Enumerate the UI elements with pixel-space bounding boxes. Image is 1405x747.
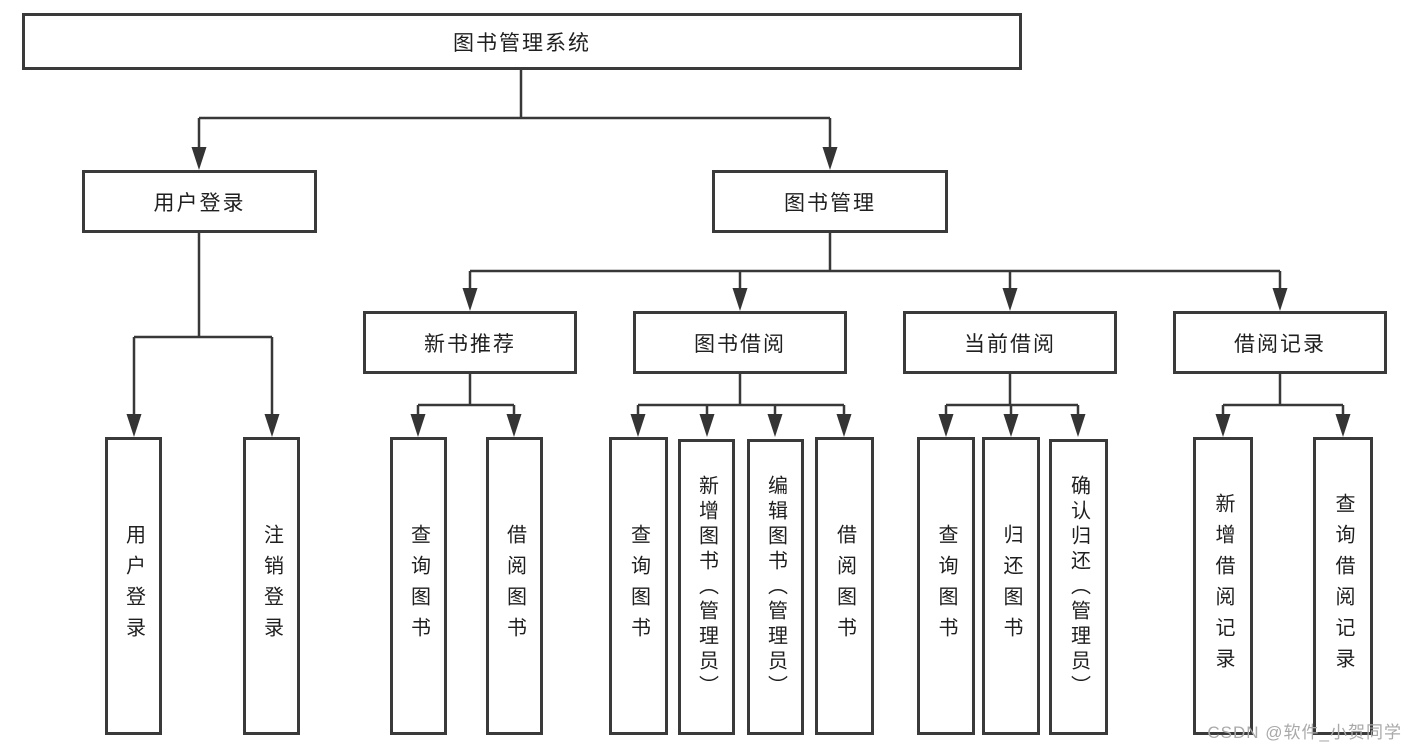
node-label: 借阅图书 — [833, 524, 856, 648]
node-label: 用户登录 — [122, 524, 145, 648]
node-leaf-user-login: 用户登录 — [105, 437, 162, 735]
node-root: 图书管理系统 — [22, 13, 1022, 70]
node-label: 查询图书 — [627, 524, 650, 648]
node-label: 新增借阅记录 — [1212, 493, 1234, 679]
node-leaf-query-borrow-record: 查询借阅记录 — [1313, 437, 1373, 735]
node-leaf-return-book: 归还图书 — [982, 437, 1040, 735]
node-leaf-query-book-current: 查询图书 — [917, 437, 975, 735]
node-leaf-confirm-return-admin: 确认归还（管理员） — [1049, 439, 1108, 735]
node-label: 图书管理 — [784, 191, 876, 215]
node-label: 借阅图书 — [503, 524, 526, 648]
node-label: 归还图书 — [1000, 524, 1022, 648]
node-leaf-add-borrow-record: 新增借阅记录 — [1193, 437, 1253, 735]
node-label: 图书借阅 — [694, 332, 786, 356]
node-borrow-record: 借阅记录 — [1173, 311, 1387, 374]
node-label: 查询图书 — [407, 524, 430, 648]
node-leaf-borrow-book-recommend: 借阅图书 — [486, 437, 543, 735]
node-user-login: 用户登录 — [82, 170, 317, 233]
node-label: 图书管理系统 — [453, 31, 591, 55]
node-label: 注销登录 — [260, 524, 283, 648]
node-label: 确认归还（管理员） — [1067, 474, 1090, 700]
node-leaf-logout: 注销登录 — [243, 437, 300, 735]
node-book-management: 图书管理 — [712, 170, 948, 233]
node-current-borrow: 当前借阅 — [903, 311, 1117, 374]
node-label: 用户登录 — [153, 191, 246, 215]
node-leaf-edit-book-admin: 编辑图书（管理员） — [747, 439, 804, 735]
node-leaf-borrow-book: 借阅图书 — [815, 437, 874, 735]
node-label: 借阅记录 — [1234, 332, 1326, 356]
node-new-book-recommend: 新书推荐 — [363, 311, 577, 374]
node-label: 查询借阅记录 — [1332, 493, 1354, 679]
node-book-borrow: 图书借阅 — [633, 311, 847, 374]
node-label: 编辑图书（管理员） — [764, 474, 787, 700]
node-label: 查询图书 — [935, 524, 957, 648]
node-leaf-query-book-recommend: 查询图书 — [390, 437, 447, 735]
node-label: 新增图书（管理员） — [695, 474, 718, 700]
node-label: 当前借阅 — [964, 332, 1056, 356]
node-leaf-add-book-admin: 新增图书（管理员） — [678, 439, 735, 735]
node-label: 新书推荐 — [424, 332, 516, 356]
connector-paths — [126, 70, 1351, 437]
csdn-watermark: CSDN @软件_小贺同学 — [1207, 723, 1402, 742]
node-leaf-query-book-borrow: 查询图书 — [609, 437, 668, 735]
